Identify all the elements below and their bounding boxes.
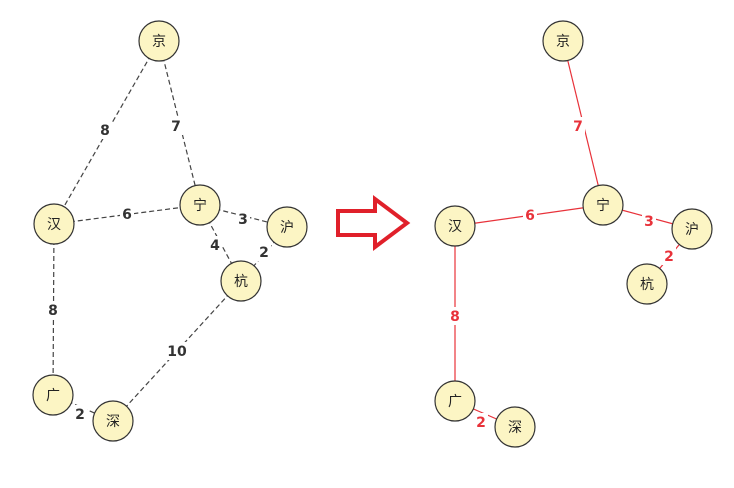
node-label-guang: 广 [448, 394, 462, 410]
node-jing [542, 20, 584, 62]
node-guang [32, 374, 74, 416]
edge-weight-label: 8 [48, 303, 58, 319]
node-label-guang: 广 [46, 388, 60, 404]
edge-label-bg [46, 301, 60, 319]
edge-weight-label: 10 [167, 344, 187, 360]
node-hang [220, 260, 262, 302]
node-ning [179, 184, 221, 226]
node-label-hu: 沪 [685, 222, 699, 238]
edge-weight-label: 2 [476, 415, 486, 431]
node-label-ning: 宁 [193, 197, 207, 214]
node-jing [138, 20, 180, 62]
edge-weight-label: 3 [644, 214, 654, 230]
edge-label-bg [120, 205, 134, 223]
node-guang [434, 380, 476, 422]
node-hu [266, 206, 308, 248]
edge-label-bg [73, 405, 87, 423]
node-label-han: 汉 [47, 217, 61, 233]
edge-weight-label: 6 [525, 208, 535, 224]
edge-weight-label: 6 [122, 207, 132, 223]
node-label-jing: 京 [152, 34, 166, 50]
edge-weight-label: 7 [573, 119, 583, 135]
edge-label-bg [98, 121, 112, 139]
right-graph-edges: 7 6 3 2 8 2 [448, 40, 693, 431]
edge-label-bg [642, 212, 656, 230]
left-graph-edges: 8 7 6 3 4 2 8 10 2 [46, 40, 288, 423]
node-label-hang: 杭 [640, 277, 654, 293]
edge-label-bg [257, 243, 271, 261]
node-hu [671, 208, 713, 250]
node-label-shen: 深 [508, 420, 522, 436]
node-shen [92, 400, 134, 442]
edge-label-bg [165, 342, 189, 360]
node-shen [494, 406, 536, 448]
edge-weight-label: 4 [210, 238, 220, 254]
edge-label-bg [208, 236, 222, 254]
edge-label-bg [474, 413, 488, 431]
node-han [434, 205, 476, 247]
edge-label-bg [236, 210, 250, 228]
edge-label-bg [169, 117, 183, 135]
node-hang [626, 263, 668, 305]
node-label-jing: 京 [556, 34, 570, 50]
edge-label-bg [571, 117, 585, 135]
edge-weight-label: 7 [171, 119, 181, 135]
node-ning [582, 184, 624, 226]
edge-weight-label: 8 [450, 309, 460, 325]
edge-weight-label: 3 [238, 212, 248, 228]
node-label-ning: 宁 [596, 197, 610, 214]
node-label-hang: 杭 [234, 274, 248, 290]
right-arrow-icon [336, 195, 411, 251]
node-label-shen: 深 [106, 414, 120, 430]
node-label-han: 汉 [448, 219, 462, 235]
edge-weight-label: 8 [100, 123, 110, 139]
edge-weight-label: 2 [664, 249, 674, 265]
edge-label-bg [662, 247, 676, 265]
edge-weight-label: 2 [75, 407, 85, 423]
edge-weight-label: 2 [259, 245, 269, 261]
edge-label-bg [523, 206, 537, 224]
node-han [33, 203, 75, 245]
edge-han-guang [52, 223, 55, 396]
node-label-hu: 沪 [280, 220, 294, 236]
edge-label-bg [448, 307, 462, 325]
